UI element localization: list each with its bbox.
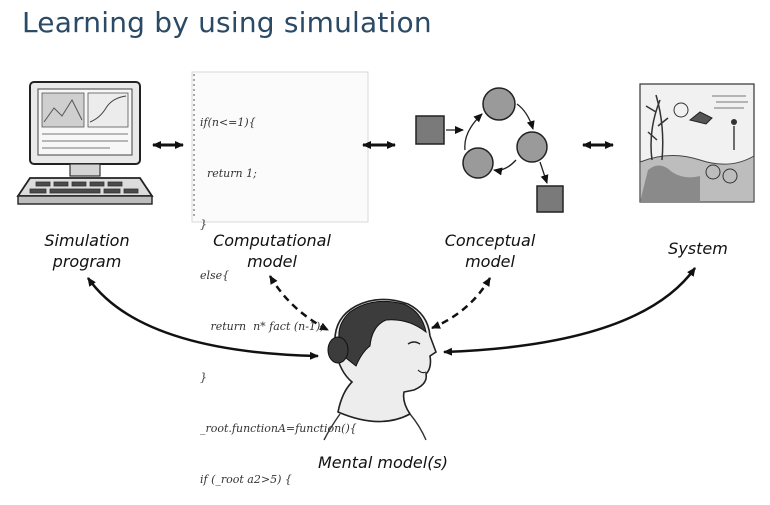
code-line: return 1; xyxy=(200,167,257,180)
diagram xyxy=(16,71,755,441)
code-line: } xyxy=(200,371,207,384)
label-computational-model: Computational model xyxy=(213,231,331,271)
system-illustration xyxy=(639,83,755,203)
code-line: _root.functionA=function(){ xyxy=(200,422,357,435)
dashed-arrow-conceptual xyxy=(431,277,492,330)
label-system: System xyxy=(668,239,728,258)
code-line: return n* fact (n-1); xyxy=(200,320,324,333)
code-page xyxy=(191,71,369,223)
code-line: } xyxy=(200,218,207,231)
computer-illustration xyxy=(16,81,154,205)
label-simulation-program: Simulation program xyxy=(44,231,130,271)
page-title: Learning by using simulation xyxy=(22,6,432,39)
dashed-arrow-computational xyxy=(268,275,329,332)
label-conceptual-model: Conceptual model xyxy=(444,231,536,271)
code-line: else{ xyxy=(200,269,230,282)
curved-arrow-system xyxy=(443,267,697,356)
code-snippet: if(n<=1){ return 1; } else{ return n* fa… xyxy=(200,80,365,505)
code-line: if(n<=1){ xyxy=(200,116,256,129)
conceptual-model-illustration xyxy=(415,87,564,213)
curved-arrow-simulation xyxy=(86,277,319,360)
label-mental-model: Mental model(s) xyxy=(317,453,449,472)
head-illustration xyxy=(323,298,437,441)
